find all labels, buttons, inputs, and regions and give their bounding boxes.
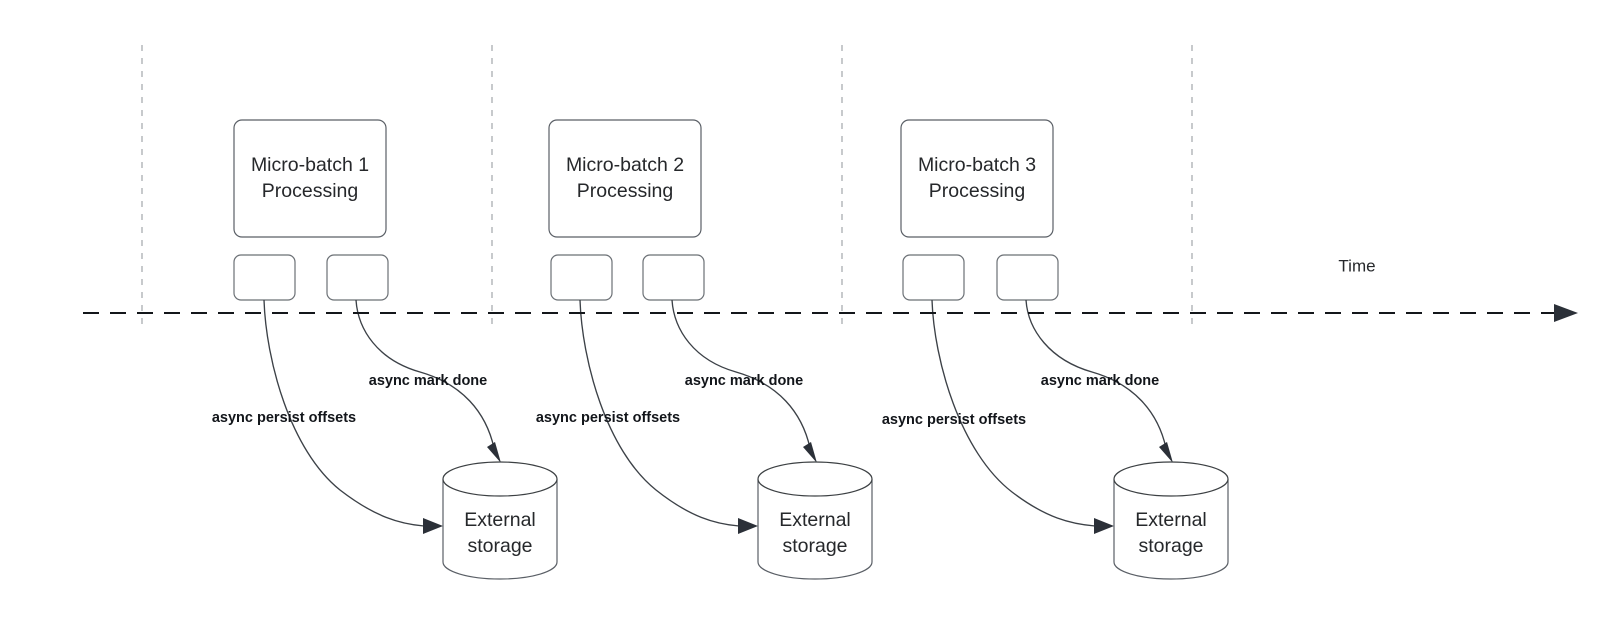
process-box-1[interactable] [233, 119, 387, 238]
external-storage-1[interactable]: External storage [442, 461, 558, 580]
task-box-3-right[interactable] [996, 254, 1059, 301]
edge-label-mark-done-1: async mark done [369, 373, 487, 389]
edge-label-mark-done-3: async mark done [1041, 373, 1159, 389]
time-axis-label: Time [1338, 256, 1375, 275]
external-storage-3[interactable]: External storage [1113, 461, 1229, 580]
external-storage-1-top [442, 461, 558, 497]
process-box-2-label-line1: Micro-batch 2 [566, 154, 684, 176]
process-box-2[interactable] [548, 119, 702, 238]
mark-done-arrowhead-1 [487, 442, 501, 463]
mark-done-curve-3 [1025, 299, 1167, 449]
process-box-2-label-line2: Processing [577, 180, 673, 202]
task-box-2-right[interactable] [642, 254, 705, 301]
mark-done-curve-1 [355, 299, 495, 449]
mark-done-arrowhead-3 [1159, 442, 1173, 463]
persist-offsets-curve-1 [263, 299, 425, 527]
edge-label-persist-offsets-1: async persist offsets [212, 410, 356, 426]
external-storage-3-body [1113, 479, 1229, 580]
micro-batch-group-3: Micro-batch 3 Processing async persist o… [882, 119, 1229, 580]
external-storage-1-body [442, 479, 558, 580]
external-storage-2-label-line2: storage [782, 535, 847, 557]
process-box-3-label-line1: Micro-batch 3 [918, 154, 1036, 176]
external-storage-1-label-line1: External [464, 509, 536, 531]
edge-label-persist-offsets-3: async persist offsets [882, 412, 1026, 428]
task-box-1-right[interactable] [326, 254, 389, 301]
edge-label-persist-offsets-2: async persist offsets [536, 410, 680, 426]
process-box-3-label-line2: Processing [929, 180, 1025, 202]
external-storage-2-body [757, 479, 873, 580]
external-storage-2-top [757, 461, 873, 497]
batch-dividers [141, 45, 1193, 330]
task-box-1-left[interactable] [233, 254, 296, 301]
external-storage-2-label-line1: External [779, 509, 851, 531]
micro-batch-group-1: Micro-batch 1 Processing async persist o… [212, 119, 558, 580]
mark-done-curve-2 [671, 299, 811, 449]
edge-label-mark-done-2: async mark done [685, 373, 803, 389]
persist-offsets-arrowhead-2 [738, 518, 758, 534]
external-storage-3-top [1113, 461, 1229, 497]
process-box-1-label-line1: Micro-batch 1 [251, 154, 369, 176]
external-storage-3-label-line2: storage [1138, 535, 1203, 557]
persist-offsets-curve-2 [579, 299, 740, 527]
micro-batch-group-2: Micro-batch 2 Processing async persist o… [536, 119, 873, 580]
task-box-2-left[interactable] [550, 254, 613, 301]
persist-offsets-arrowhead-3 [1094, 518, 1114, 534]
external-storage-3-label-line1: External [1135, 509, 1207, 531]
process-box-3[interactable] [900, 119, 1054, 238]
task-box-3-left[interactable] [902, 254, 965, 301]
persist-offsets-arrowhead-1 [423, 518, 443, 534]
time-axis-arrowhead [1554, 304, 1578, 322]
persist-offsets-curve-3 [931, 299, 1096, 527]
process-box-1-label-line2: Processing [262, 180, 358, 202]
external-storage-2[interactable]: External storage [757, 461, 873, 580]
mark-done-arrowhead-2 [803, 442, 817, 463]
time-axis: Time [83, 256, 1578, 322]
external-storage-1-label-line2: storage [467, 535, 532, 557]
